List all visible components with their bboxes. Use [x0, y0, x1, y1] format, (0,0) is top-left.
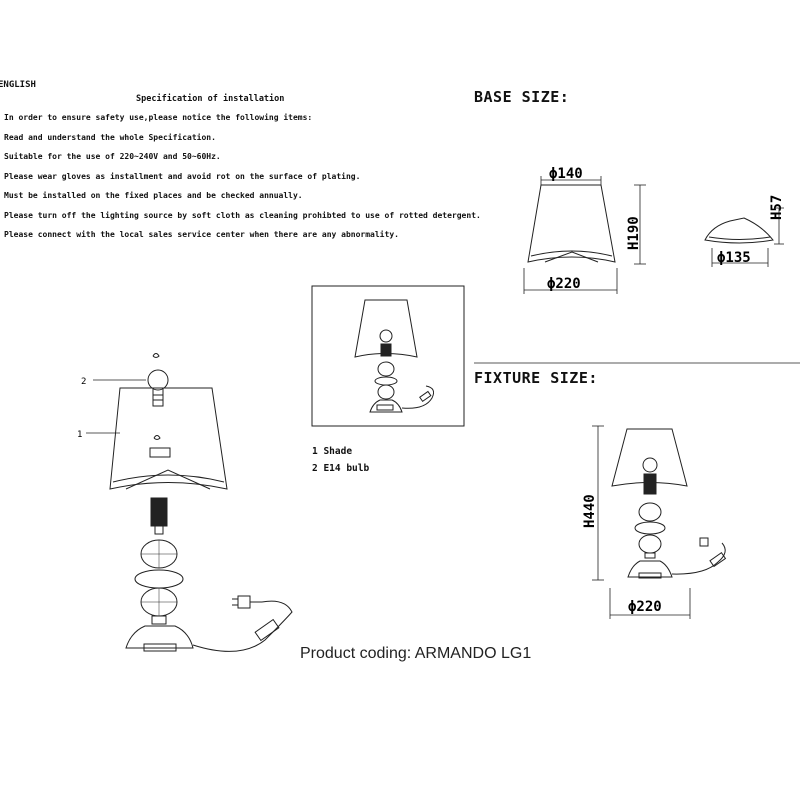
callout-bulb-number: 2: [81, 377, 86, 387]
spec-line: In order to ensure safety use,please not…: [4, 113, 313, 122]
base-diameter-label: ϕ135: [717, 250, 751, 266]
shade-dimension-lines: [523, 176, 646, 294]
legend-item-shade: 1 Shade: [312, 446, 353, 457]
shade-top-diameter-label: ϕ140: [549, 166, 583, 182]
spec-line: Suitable for the use of 220~240V and 50~…: [4, 152, 221, 161]
fixture-dimension-lines: [592, 425, 691, 619]
spec-line: Read and understand the whole Specificat…: [4, 132, 216, 142]
fixture-height-label: H440: [582, 494, 598, 528]
parts-legend: 1 Shade 2 E14 bulb: [312, 443, 369, 477]
base-height-label: H57: [769, 195, 785, 220]
fixture-diameter-label: ϕ220: [628, 599, 662, 615]
spec-line: Must be installed on the fixed places an…: [4, 191, 303, 200]
spec-title: Specification of installation: [136, 94, 285, 104]
spec-line: Please wear gloves as installment and av…: [4, 171, 361, 181]
callout-shade-number: 1: [77, 430, 82, 440]
assembled-lamp-frame: [311, 285, 465, 427]
fixture-size-heading: FIXTURE SIZE:: [474, 369, 598, 387]
spec-line: Please turn off the lighting source by s…: [4, 210, 481, 220]
product-coding: Product coding: ARMANDO LG1: [300, 645, 532, 662]
legend-item-bulb: 2 E14 bulb: [312, 463, 370, 474]
spec-lines: In order to ensure safety use,please not…: [4, 113, 481, 250]
base-size-heading: BASE SIZE:: [474, 88, 570, 106]
shade-height-label: H190: [626, 216, 642, 250]
spec-line: Please connect with the local sales serv…: [4, 230, 399, 239]
shade-bottom-diameter-label: ϕ220: [547, 276, 581, 292]
exploded-lamp-drawing: [86, 353, 293, 652]
base-outline-drawing: [704, 217, 774, 244]
base-dimension-lines: [711, 207, 784, 267]
spec-language: ENGLISH: [0, 80, 36, 90]
fixture-lamp-drawing: [611, 428, 727, 579]
shade-outline-drawing: [527, 184, 616, 263]
assembled-lamp-drawing: [354, 299, 434, 413]
